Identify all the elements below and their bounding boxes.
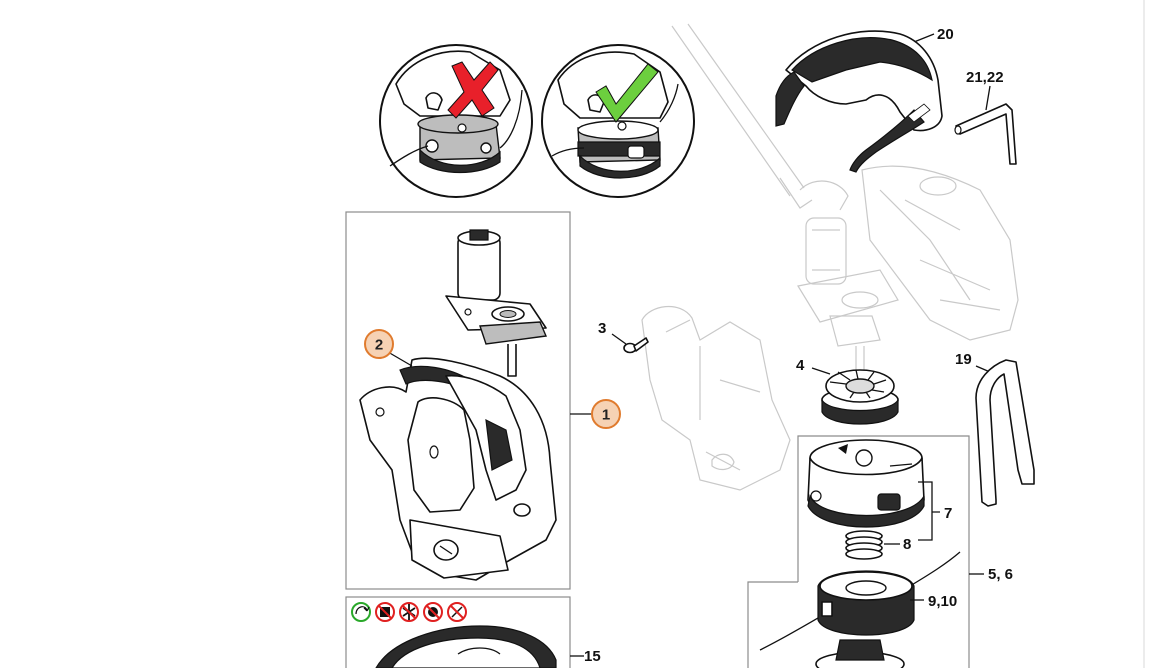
assembly-frame-1 — [345, 211, 571, 590]
part-label-9-10: 9,10 — [928, 593, 957, 610]
ghost-shaft — [671, 23, 849, 211]
ghost-motor-right — [797, 217, 899, 373]
motor-housing-assembly — [359, 357, 557, 581]
detail-view-incorrect — [379, 44, 533, 198]
red-cross-icon — [447, 61, 499, 119]
part-label-21-22: 21,22 — [966, 69, 1004, 86]
screw-part-3 — [611, 333, 649, 354]
assembly-frame-5-6 — [797, 435, 970, 668]
no-gear-icon — [423, 602, 443, 622]
callout-2[interactable]: 2 — [364, 329, 394, 359]
safety-glasses-part-20 — [775, 30, 943, 173]
part-label-19: 19 — [955, 351, 972, 368]
part-label-4: 4 — [796, 357, 805, 374]
part-label-7: 7 — [944, 505, 952, 522]
no-blade-icon — [399, 602, 419, 622]
part-label-8: 8 — [903, 536, 911, 553]
edge-guide-part-19 — [975, 359, 1035, 507]
spring-part-8 — [845, 530, 900, 560]
part-label-3: 3 — [598, 320, 606, 337]
rotation-icon — [351, 602, 371, 622]
assembly-frame-15 — [345, 596, 571, 668]
ghost-housing-right — [861, 165, 1019, 341]
green-check-icon — [595, 63, 659, 123]
spool-cover-part-4 — [811, 367, 899, 425]
no-tool-icon — [447, 602, 467, 622]
callout-1[interactable]: 1 — [591, 399, 621, 429]
housing-part-15 — [375, 625, 557, 668]
callout-2-leader — [387, 351, 413, 367]
part-label-5-6: 5, 6 — [988, 566, 1013, 583]
hex-key-part-21-22 — [954, 85, 1017, 165]
no-battery-icon — [375, 602, 395, 622]
ghost-housing-middle — [641, 305, 791, 491]
svg-text:1: 1 — [602, 407, 610, 424]
motor-assembly — [445, 229, 548, 377]
safety-icons-row — [351, 602, 467, 622]
bracket-7 — [918, 481, 940, 541]
part-label-15: 15 — [584, 648, 601, 665]
spool-housing-part-7 — [807, 439, 925, 528]
part-label-20: 20 — [937, 26, 954, 43]
svg-text:2: 2 — [375, 337, 383, 354]
spool-part-9-10 — [759, 551, 961, 668]
detail-view-correct — [541, 44, 695, 198]
